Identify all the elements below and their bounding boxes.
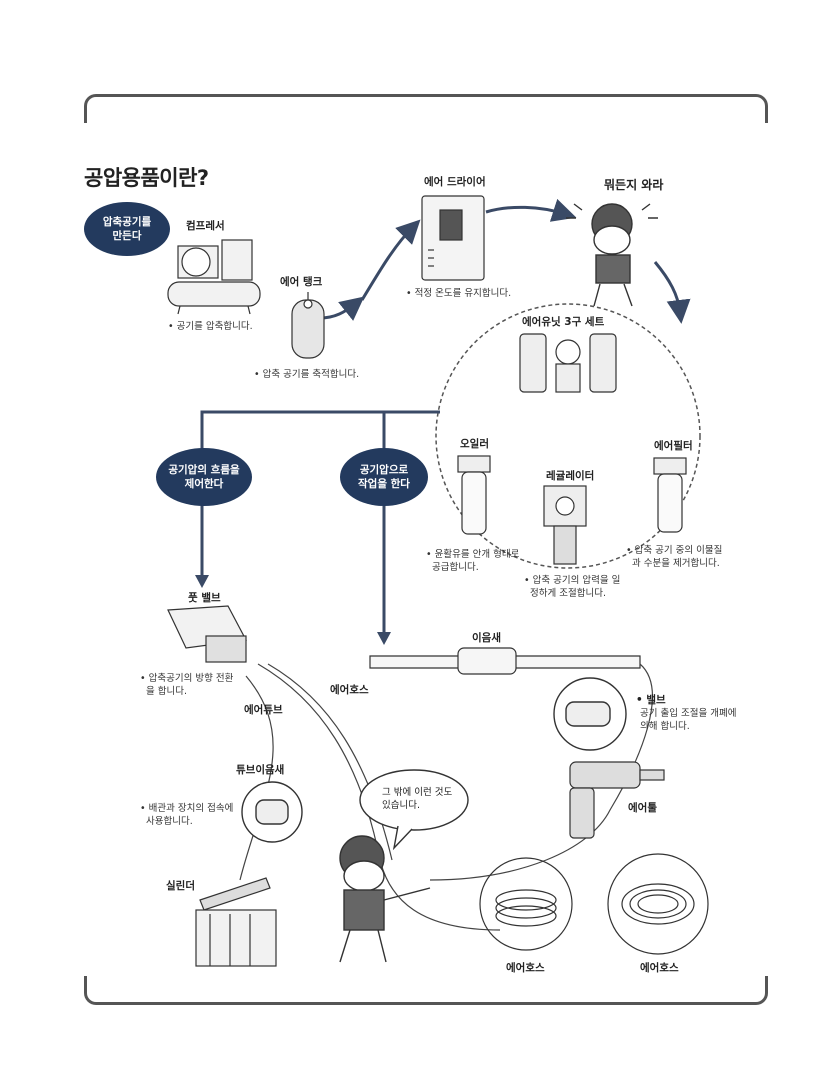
frame-top — [84, 94, 768, 123]
note-air-tank: • 압축 공기를 축적합니다. — [254, 369, 360, 380]
oiler-illustration — [457, 455, 491, 535]
label-frl-unit: 에어유닛 3구 세트 — [522, 316, 605, 328]
coupler-illustration — [369, 647, 641, 675]
label-valve: • 밸브 — [636, 694, 666, 706]
frl-unit-illustration — [519, 333, 617, 393]
note-regulator: • 압축 공기의 압력을 일 정하게 조절합니다. — [524, 575, 621, 599]
note-valve: 공기 출입 조절을 개폐에 의해 합니다. — [640, 708, 737, 732]
worker-bottom-illustration — [339, 835, 431, 963]
foot-valve-illustration — [167, 605, 247, 663]
label-air-hose-coil: 에어호스 — [506, 962, 545, 974]
label-air-tank: 에어 탱크 — [280, 276, 323, 288]
cylinder-illustration — [195, 877, 277, 967]
note-compressor: • 공기를 압축합니다. — [168, 321, 253, 332]
label-coupler: 이음새 — [472, 632, 501, 644]
frame-bottom — [84, 976, 768, 1005]
note-foot-valve: • 압축공기의 방향 전환 을 합니다. — [140, 673, 234, 697]
regulator-illustration — [543, 485, 587, 565]
frl-dashed-circle — [435, 303, 701, 569]
distribution-line — [200, 410, 440, 580]
air-dryer-illustration — [421, 195, 485, 281]
air-tank-illustration — [291, 292, 325, 359]
speech-bubble-shape — [359, 769, 469, 851]
note-tube-fitting: • 배관과 장치의 접속에 사용합니다. — [140, 803, 234, 827]
page-title: 공압용품이란? — [84, 166, 209, 190]
label-cylinder: 실린더 — [166, 880, 195, 892]
bubble-make-air: 압축공기를 만든다 — [84, 202, 170, 256]
valve-illustration — [553, 677, 627, 751]
note-air-dryer: • 적정 온도를 유지합니다. — [406, 288, 512, 299]
label-air-hose-reel: 에어호스 — [640, 962, 679, 974]
note-air-filter: • 압축 공기 중의 이물질 과 수분을 제거합니다. — [626, 545, 723, 569]
speech-text: 그 밖에 이런 것도 있습니다. — [382, 787, 453, 811]
reel-hose-illustration — [607, 853, 709, 955]
label-regulator: 레귤레이터 — [546, 470, 595, 482]
label-tube-fitting: 튜브이음새 — [236, 764, 285, 776]
label-compressor: 컴프레서 — [186, 220, 225, 232]
bubble-control-flow: 공기압의 흐름을 제어한다 — [156, 448, 252, 506]
compressor-illustration — [167, 239, 261, 315]
arrow-dryer-to-worker — [485, 198, 577, 222]
distribution-arrowhead-left — [195, 575, 209, 588]
worker-top-illustration — [566, 203, 658, 307]
label-air-tube: 에어튜브 — [244, 704, 283, 716]
label-air-dryer: 에어 드라이어 — [424, 176, 486, 188]
arrow-to-dryer — [360, 219, 421, 301]
coiled-hose-illustration — [479, 857, 573, 951]
air-filter-illustration — [653, 457, 687, 533]
label-worker-top: 뭐든지 와라 — [604, 178, 664, 192]
arrow-tank-to-dryer — [319, 296, 365, 321]
label-air-hose-mid: 에어호스 — [330, 684, 369, 696]
label-air-filter: 에어필터 — [654, 440, 693, 452]
label-foot-valve: 풋 밸브 — [188, 592, 221, 604]
tube-fitting-illustration — [241, 781, 303, 843]
label-air-tool: 에어툴 — [628, 802, 657, 814]
label-oiler: 오일러 — [460, 438, 489, 450]
distribution-arrowhead-mid — [377, 632, 391, 645]
air-tool-illustration — [569, 761, 665, 839]
note-oiler: • 윤활유를 안개 형태로 공급합니다. — [426, 549, 520, 573]
arrow-worker-down — [653, 261, 691, 324]
bubble-do-work: 공기압으로 작업을 한다 — [340, 448, 428, 506]
